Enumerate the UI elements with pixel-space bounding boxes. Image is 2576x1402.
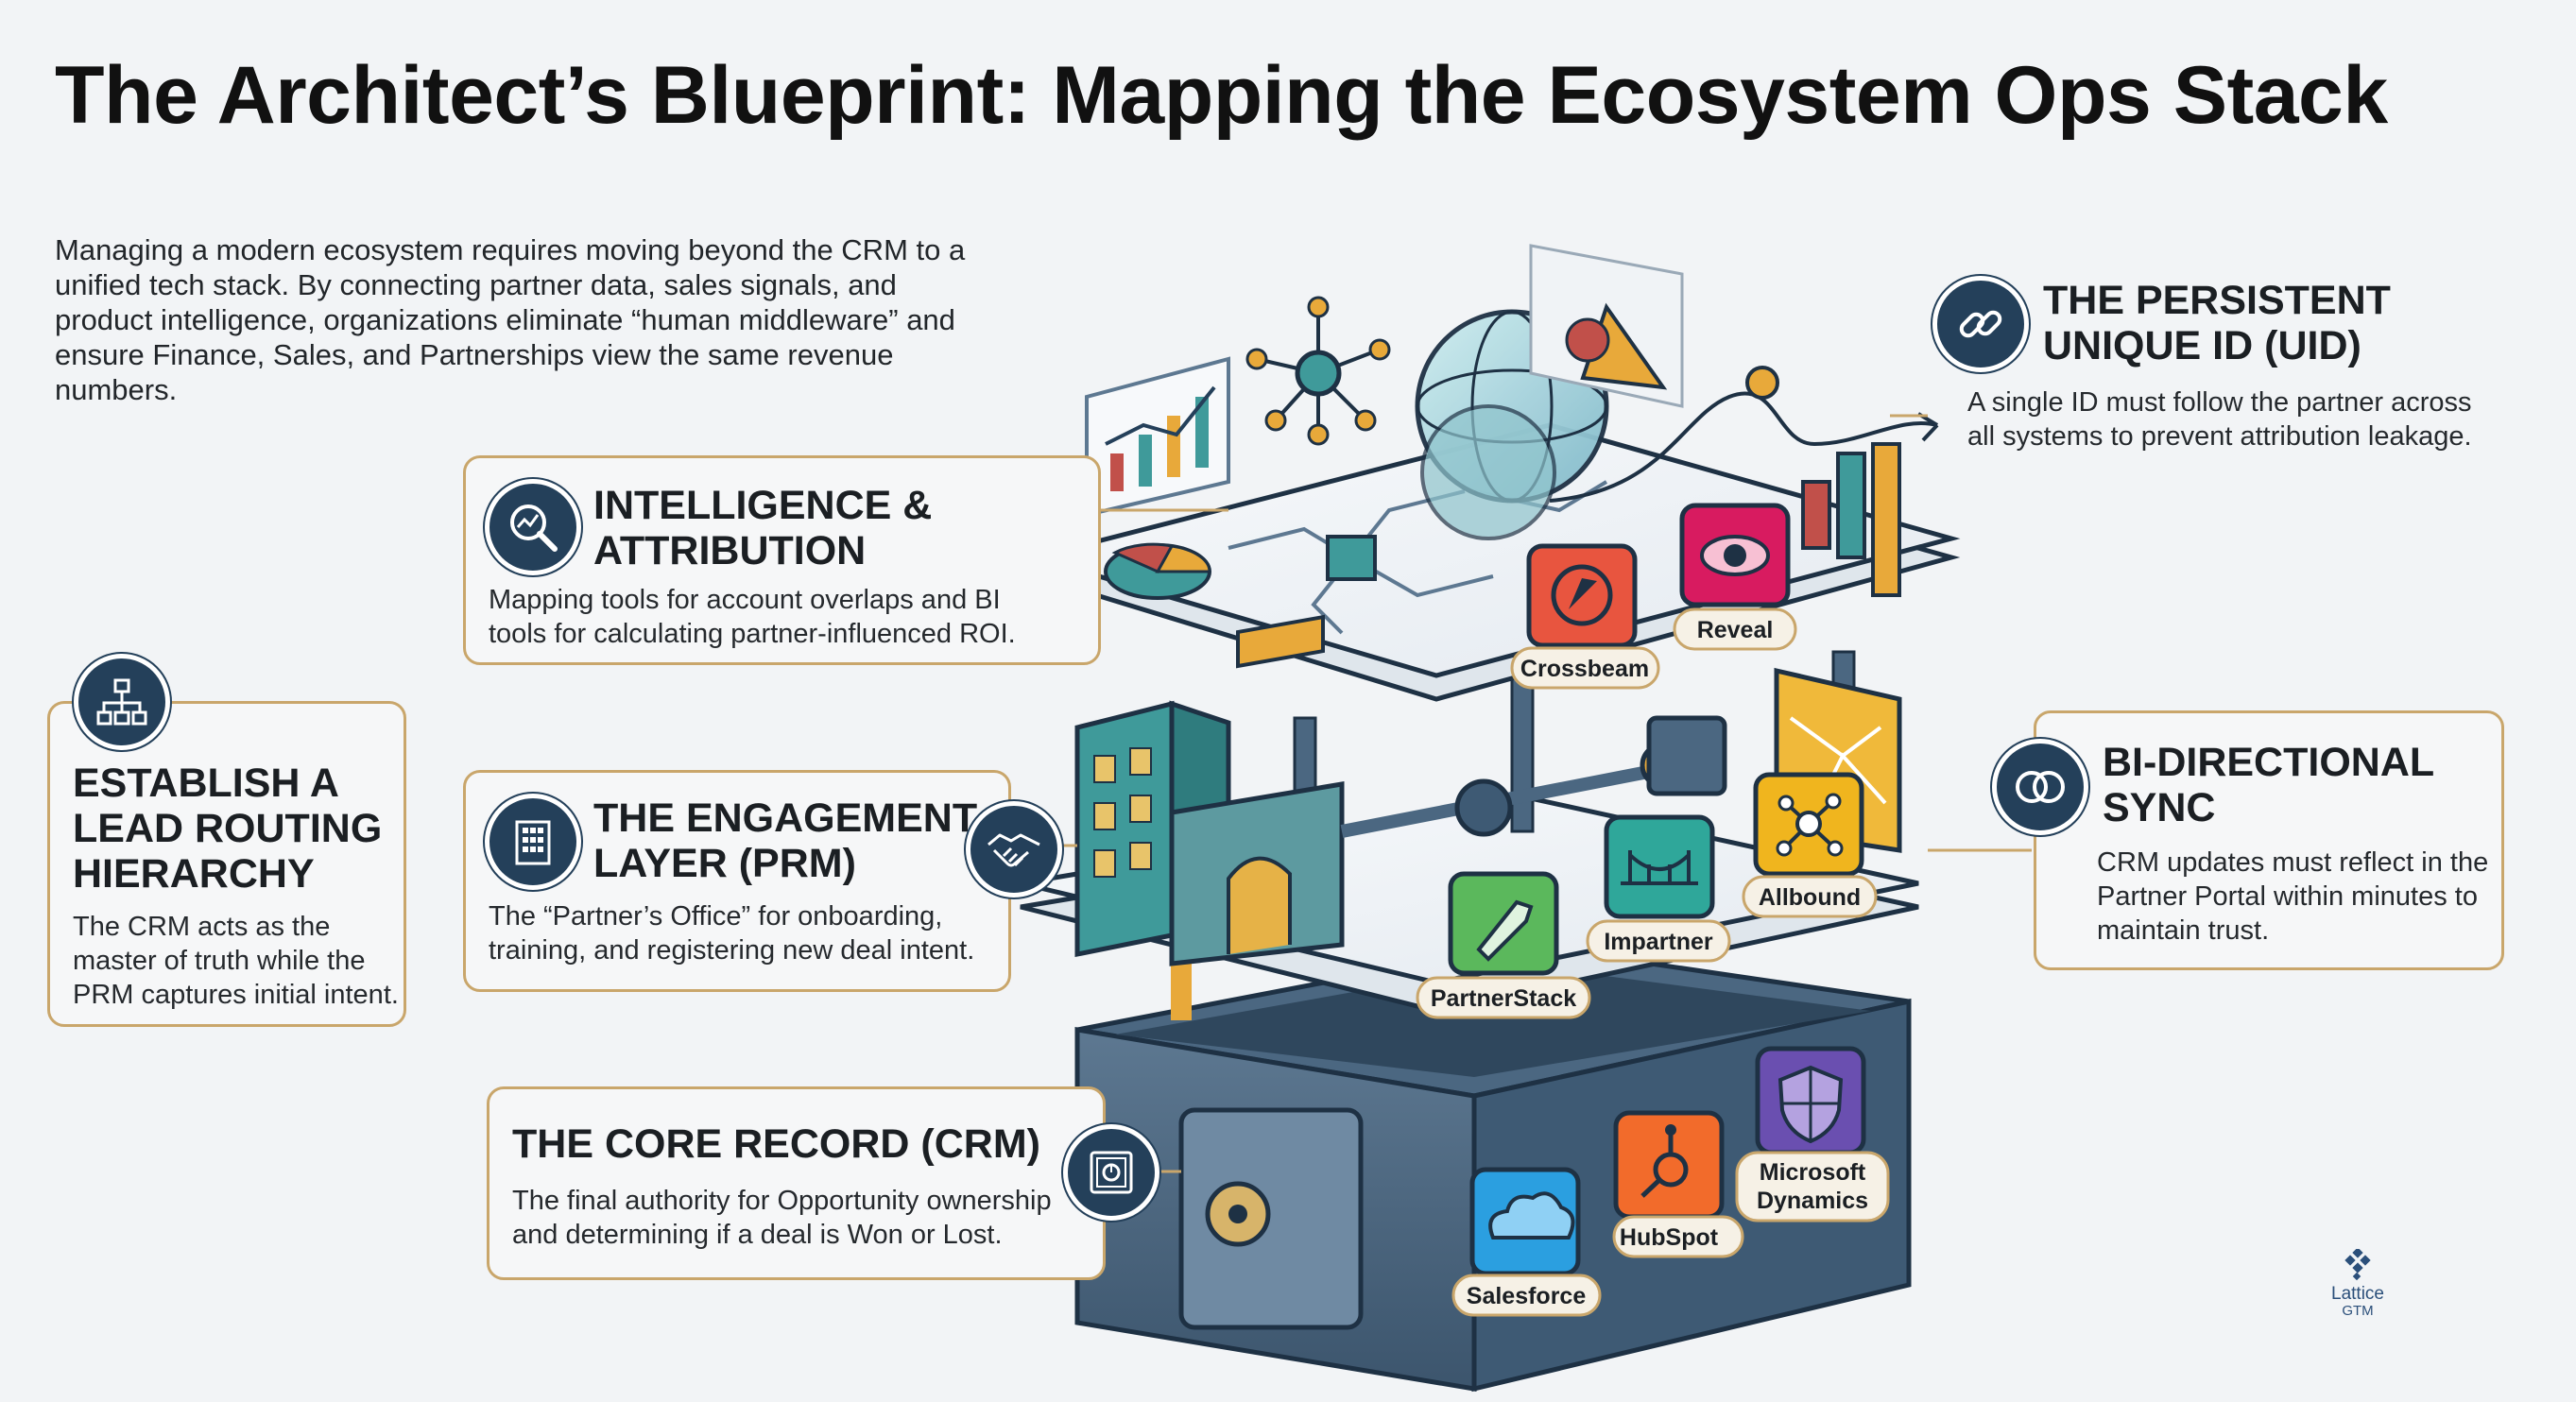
partnerstack-tile: PartnerStack [1416, 871, 1591, 1019]
intelligence-attribution-card: INTELLIGENCE & ATTRIBUTION Mapping tools… [463, 455, 1101, 665]
routing-desc-line1: The CRM acts as the [73, 912, 331, 942]
intelligence-title-line1: INTELLIGENCE & [593, 483, 933, 528]
uid-desc-line1: A single ID must follow the partner acro… [1967, 387, 2472, 418]
allbound-tile: Allbound [1742, 772, 1878, 918]
partnerstack-label: PartnerStack [1431, 985, 1576, 1012]
intelligence-platform [1025, 244, 1961, 702]
logo-line1: Lattice [2331, 1284, 2384, 1304]
routing-title-line3: HIERARCHY [73, 851, 315, 897]
magnifier-chart-icon [485, 479, 581, 575]
engagement-desc-line1: The “Partner’s Office” for onboarding, [489, 901, 943, 932]
hubspot-label: HubSpot [1620, 1224, 1719, 1251]
sync-rings-icon [1992, 739, 2088, 835]
core-record-card: THE CORE RECORD (CRM) The final authorit… [487, 1086, 1106, 1280]
lattice-gtm-logo: Lattice GTM [2320, 1249, 2396, 1319]
allbound-label: Allbound [1759, 884, 1861, 911]
building-icon [485, 794, 581, 890]
lattice-diamond-icon [2344, 1249, 2371, 1281]
intro-paragraph: Managing a modern ecosystem requires mov… [55, 233, 966, 406]
dynamics-label-line2: Dynamics [1757, 1188, 1868, 1214]
engagement-title-line2: LAYER (PRM) [593, 841, 856, 886]
salesforce-label: Salesforce [1467, 1283, 1587, 1309]
uid-title-line2: UNIQUE ID (UID) [2043, 323, 2361, 368]
dynamics-tile: Microsoft Dynamics [1735, 1046, 1890, 1222]
engagement-title-line1: THE ENGAGEMENT [593, 795, 978, 841]
handshake-icon [966, 801, 1062, 898]
routing-desc-line2: master of truth while the [73, 946, 366, 976]
dynamics-label-line1: Microsoft [1760, 1159, 1866, 1186]
impartner-tile: Impartner [1586, 814, 1731, 963]
core-desc-line1: The final authority for Opportunity owne… [512, 1186, 1052, 1216]
link-icon [1932, 276, 2029, 372]
reveal-tile: Reveal [1673, 503, 1797, 651]
sync-desc-line2: Partner Portal within minutes to [2097, 881, 2478, 912]
crossbeam-tile: Crossbeam [1510, 543, 1660, 690]
impartner-label: Impartner [1604, 929, 1713, 955]
routing-title-line1: ESTABLISH A [73, 761, 339, 806]
hubspot-tile: HubSpot [1612, 1110, 1744, 1258]
engagement-desc-line2: training, and registering new deal inten… [489, 935, 975, 966]
core-title: THE CORE RECORD (CRM) [512, 1121, 1040, 1167]
safe-icon [1063, 1124, 1159, 1221]
sync-desc-line1: CRM updates must reflect in the [2097, 847, 2489, 878]
bidirectional-sync-card: BI-DIRECTIONAL SYNC CRM updates must ref… [2034, 710, 2504, 970]
intelligence-desc-line1: Mapping tools for account overlaps and B… [489, 585, 1001, 615]
uid-title-line1: THE PERSISTENT [2043, 278, 2391, 323]
page-title: The Architect’s Blueprint: Mapping the E… [55, 50, 2388, 141]
intelligence-desc-line2: tools for calculating partner-influenced… [489, 619, 1016, 649]
hierarchy-icon [74, 654, 170, 750]
logo-line2: GTM [2342, 1303, 2374, 1319]
salesforce-tile: Salesforce [1451, 1167, 1602, 1317]
reveal-label: Reveal [1697, 617, 1774, 643]
uid-desc-line2: all systems to prevent attribution leaka… [1967, 421, 2472, 452]
lead-routing-card: ESTABLISH A LEAD ROUTING HIERARCHY The C… [47, 701, 406, 1027]
sync-desc-line3: maintain trust. [2097, 915, 2270, 946]
routing-desc-line3: PRM captures initial intent. [73, 980, 399, 1010]
engagement-layer-card: THE ENGAGEMENT LAYER (PRM) The “Partner’… [463, 770, 1011, 992]
routing-title-line2: LEAD ROUTING [73, 806, 383, 851]
intelligence-title-line2: ATTRIBUTION [593, 528, 867, 573]
core-desc-line2: and determining if a deal is Won or Lost… [512, 1220, 1003, 1250]
sync-title-line1: BI-DIRECTIONAL [2103, 740, 2435, 785]
sync-title-line2: SYNC [2103, 785, 2216, 830]
crossbeam-label: Crossbeam [1520, 656, 1649, 682]
